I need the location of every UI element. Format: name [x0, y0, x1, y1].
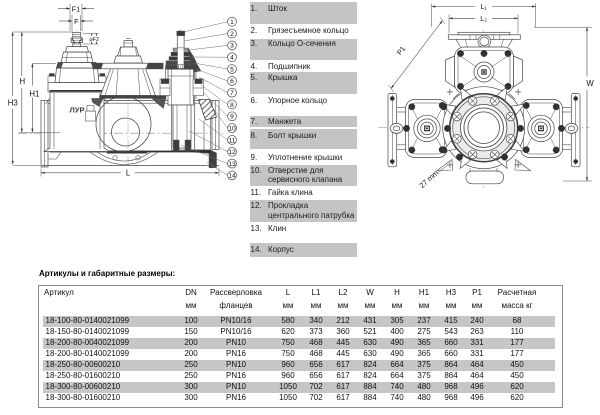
svg-text:6: 6 — [230, 78, 234, 85]
svg-text:4: 4 — [230, 55, 234, 62]
svg-text:L₂: L₂ — [480, 14, 487, 23]
svg-text:12: 12 — [228, 149, 236, 156]
svg-text:F: F — [74, 17, 79, 26]
svg-text:H3: H3 — [8, 98, 18, 107]
svg-text:L₁: L₁ — [480, 2, 487, 11]
svg-text:⌀F2: ⌀F2 — [89, 37, 99, 43]
svg-text:14: 14 — [228, 173, 236, 180]
svg-text:2: 2 — [230, 31, 234, 38]
svg-text:H: H — [19, 77, 25, 86]
svg-text:F1: F1 — [72, 4, 80, 13]
svg-text:5: 5 — [230, 66, 234, 73]
svg-text:1: 1 — [230, 19, 234, 26]
svg-text:11: 11 — [229, 137, 236, 144]
svg-text:8: 8 — [230, 102, 234, 109]
svg-text:L: L — [126, 169, 131, 178]
svg-text:7: 7 — [230, 90, 234, 97]
svg-text:9: 9 — [230, 114, 234, 121]
svg-text:ЛУР: ЛУР — [70, 106, 85, 115]
svg-text:10: 10 — [228, 125, 236, 132]
svg-text:13: 13 — [228, 161, 236, 168]
svg-text:27 mm: 27 mm — [417, 168, 440, 190]
svg-text:H1: H1 — [29, 89, 39, 98]
svg-text:3: 3 — [230, 43, 234, 50]
svg-text:P1: P1 — [395, 44, 407, 56]
svg-text:W: W — [586, 79, 594, 88]
